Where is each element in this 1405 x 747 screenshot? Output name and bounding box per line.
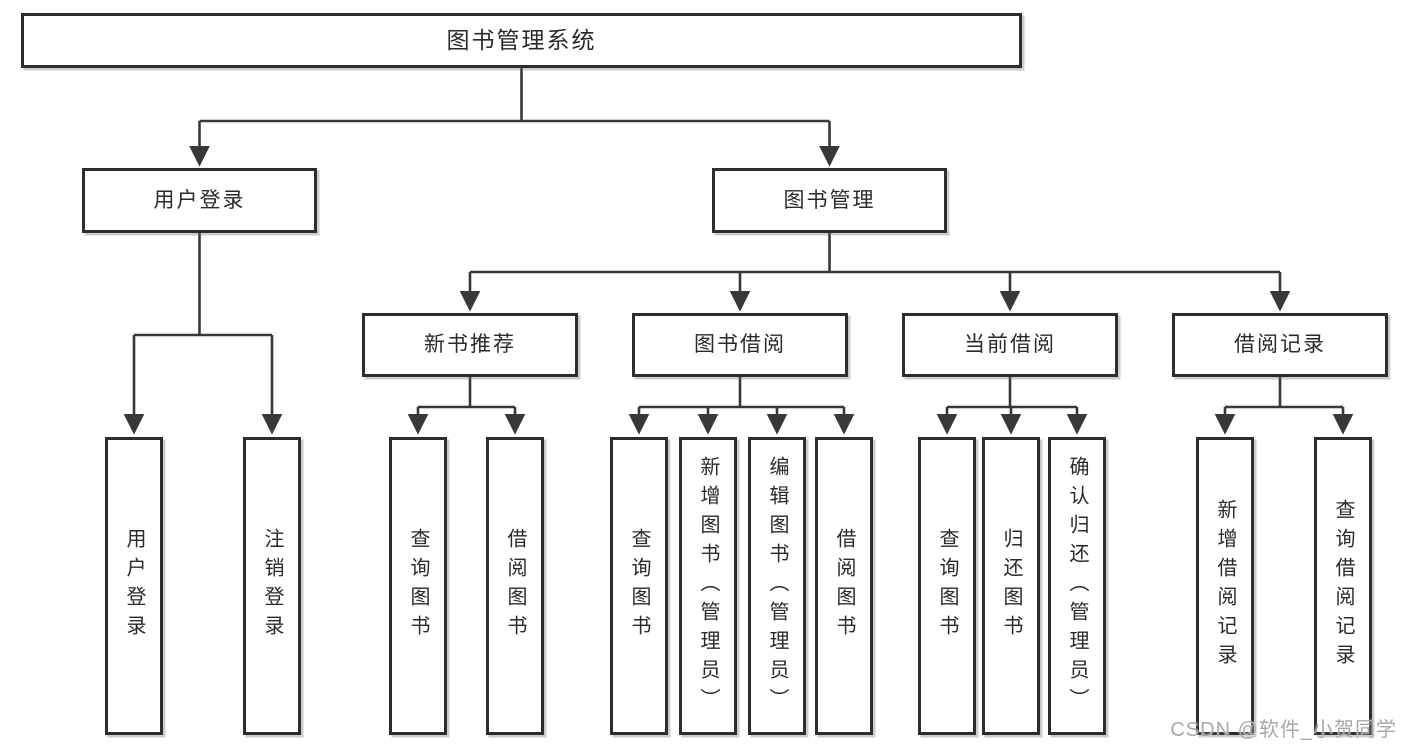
node-label: 查询借阅记录 (1332, 499, 1354, 673)
node-label: 借阅图书 (833, 528, 855, 644)
node-book-borrow: 图书借阅 (632, 313, 848, 377)
node-borrow-records: 借阅记录 (1172, 313, 1388, 377)
node-label: 借阅图书 (504, 528, 526, 644)
node-book-management: 图书管理 (712, 168, 947, 233)
leaf-query-book-current: 查询图书 (918, 437, 976, 735)
node-label: 编辑图书（管理员） (766, 455, 788, 717)
node-label: 借阅记录 (1234, 333, 1326, 357)
node-label: 用户登录 (153, 188, 246, 212)
leaf-edit-book-admin: 编辑图书（管理员） (748, 437, 806, 735)
node-label: 图书管理系统 (446, 26, 597, 53)
node-label: 注销登录 (261, 528, 283, 644)
leaf-logout: 注销登录 (243, 437, 301, 735)
node-label: 图书管理 (783, 188, 876, 212)
node-label: 查询图书 (936, 528, 958, 644)
csdn-watermark: CSDN @软件_小贺同学 (1170, 719, 1397, 741)
node-label: 确认归还（管理员） (1066, 455, 1088, 717)
node-label: 当前借阅 (964, 333, 1056, 357)
leaf-add-book-admin: 新增图书（管理员） (679, 437, 737, 735)
node-label: 新增借阅记录 (1214, 499, 1236, 673)
node-user-login: 用户登录 (82, 168, 317, 233)
node-label: 归还图书 (1000, 528, 1022, 644)
leaf-borrow-book-recommend: 借阅图书 (486, 437, 544, 735)
node-library-management-system: 图书管理系统 (21, 13, 1022, 68)
node-current-borrow: 当前借阅 (902, 313, 1118, 377)
leaf-return-book: 归还图书 (982, 437, 1040, 735)
leaf-query-book-recommend: 查询图书 (389, 437, 447, 735)
leaf-query-borrow-record: 查询借阅记录 (1314, 437, 1372, 735)
leaf-add-borrow-record: 新增借阅记录 (1196, 437, 1254, 735)
node-label: 新增图书（管理员） (697, 455, 719, 717)
leaf-query-book-borrow: 查询图书 (610, 437, 668, 735)
node-label: 新书推荐 (424, 333, 516, 357)
leaf-user-login: 用户登录 (105, 437, 163, 735)
node-label: 图书借阅 (694, 333, 786, 357)
node-label: 查询图书 (407, 528, 429, 644)
node-new-book-recommend: 新书推荐 (362, 313, 578, 377)
leaf-borrow-book: 借阅图书 (815, 437, 873, 735)
node-label: 用户登录 (123, 528, 145, 644)
leaf-confirm-return-admin: 确认归还（管理员） (1048, 437, 1106, 735)
node-label: 查询图书 (628, 528, 650, 644)
